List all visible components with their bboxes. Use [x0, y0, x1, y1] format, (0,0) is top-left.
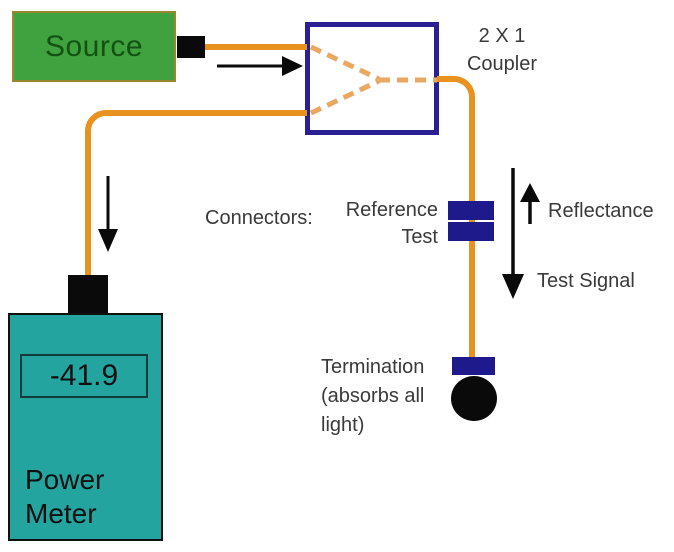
power-meter-fiber-connector	[68, 275, 108, 313]
source-fiber-connector	[177, 36, 205, 58]
power-meter-reading: -41.9	[49, 359, 119, 392]
reflectance-label: Reflectance	[548, 200, 654, 222]
test-connector-label: Test	[401, 226, 438, 248]
power-meter-label-line2: Meter	[25, 498, 97, 529]
termination-label: Termination (absorbs all light)	[321, 353, 424, 440]
source-label: Source	[44, 29, 144, 63]
power-meter-label: Power Meter	[25, 463, 104, 531]
power-meter-label-line1: Power	[25, 464, 105, 495]
arrow-down-to-meter-icon	[98, 176, 118, 252]
test-signal-arrow-down-icon	[502, 168, 524, 299]
test-signal-label: Test Signal	[537, 270, 635, 292]
arrow-right-icon	[217, 56, 303, 76]
coupler-label: 2 X 1 Coupler	[452, 22, 552, 78]
source-box: Source	[12, 11, 176, 82]
power-meter-box	[8, 313, 163, 541]
termination-connector-block	[452, 357, 495, 375]
reference-connector-label: Reference	[345, 199, 438, 221]
termination-label-line3: light)	[321, 414, 365, 436]
coupler-label-line2: Coupler	[466, 53, 538, 75]
coupler-box	[305, 22, 439, 135]
reflectance-arrow-up-icon	[520, 183, 540, 224]
coupler-label-line1: 2 X 1	[478, 25, 526, 47]
test-connector-block	[448, 222, 494, 241]
reference-connector-block	[448, 201, 494, 220]
termination-label-line1: Termination	[321, 356, 425, 378]
termination-label-line2: (absorbs all	[321, 385, 425, 407]
termination-absorber-ball	[451, 376, 497, 421]
connectors-caption: Connectors:	[205, 207, 313, 229]
fiber-coupler-to-power-meter	[85, 110, 307, 277]
power-meter-display: -41.9	[20, 354, 148, 398]
